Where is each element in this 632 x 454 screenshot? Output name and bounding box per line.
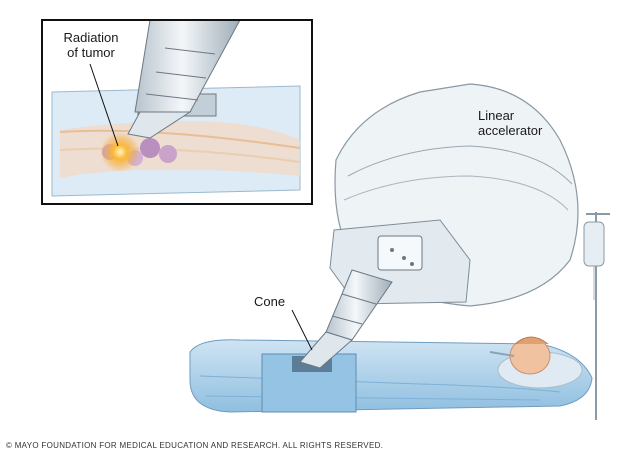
- radiation-glow: [100, 132, 140, 172]
- radiation-label-line1: Radiation: [63, 30, 119, 45]
- inset-cone: [127, 20, 241, 139]
- cone-label: Cone: [254, 294, 286, 309]
- radiation-label-line2: of tumor: [67, 45, 115, 60]
- tumor-inset: [42, 20, 312, 204]
- cone: [299, 269, 393, 369]
- inset-border: [41, 19, 313, 205]
- radiation-of-tumor-label: Radiation of tumor: [56, 30, 126, 60]
- iv-stand: [583, 212, 610, 420]
- copyright-notice: © MAYO FOUNDATION FOR MEDICAL EDUCATION …: [6, 441, 384, 450]
- linear-accelerator-label: Linear accelerator: [478, 108, 568, 138]
- patient-head: [489, 336, 583, 389]
- cone-leader-line: [291, 309, 313, 351]
- radiation-leader-line: [89, 63, 119, 147]
- linac-label-line1: Linear: [478, 108, 515, 123]
- control-panel: [377, 235, 423, 271]
- linac-label-line2: accelerator: [478, 123, 543, 138]
- linear-accelerator: [329, 83, 579, 307]
- patient-table: [189, 339, 593, 413]
